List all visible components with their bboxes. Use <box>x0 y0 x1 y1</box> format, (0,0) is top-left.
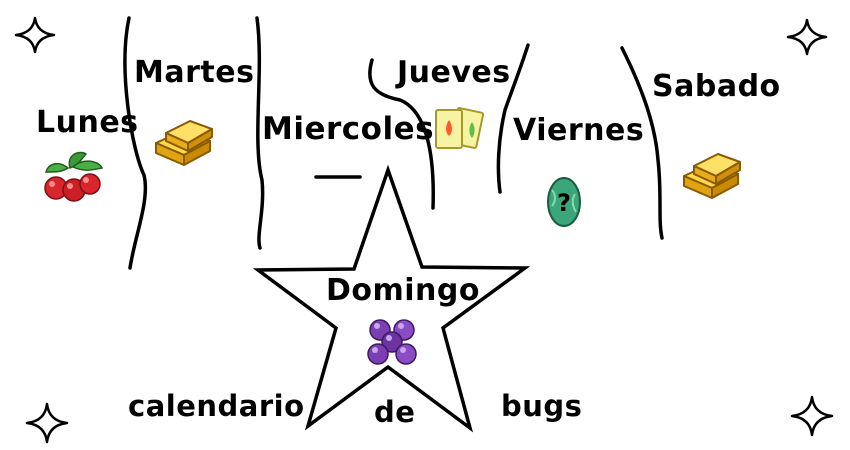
separator-line-1 <box>123 16 148 270</box>
day-label-monday: Lunes <box>36 105 139 140</box>
playing-cards-icon <box>435 107 485 149</box>
day-label-sunday: Domingo <box>326 273 480 308</box>
day-label-wednesday: Miercoles <box>262 111 435 147</box>
caption-word-bugs: bugs <box>501 389 583 423</box>
cherries-icon <box>44 151 104 202</box>
day-label-saturday: Sabado <box>652 69 781 104</box>
day-label-tuesday: Martes <box>134 55 255 90</box>
sparkle-icon <box>25 402 69 444</box>
caption-word-de: de <box>374 395 416 429</box>
mystery-egg-icon: ? <box>547 177 581 227</box>
separator-line-5 <box>620 46 664 240</box>
sparkle-icon <box>14 16 56 54</box>
sparkle-icon <box>790 395 834 437</box>
separator-line-2 <box>255 16 265 250</box>
day-label-thursday: Jueves <box>397 55 511 90</box>
caption-word-calendario: calendario <box>128 389 305 423</box>
gold-bars-icon <box>155 120 213 166</box>
separator-line-4 <box>496 43 530 194</box>
svg-text:?: ? <box>557 189 571 217</box>
gold-bars-icon <box>683 153 741 199</box>
sparkle-icon <box>786 18 828 56</box>
purple-gems-icon <box>367 319 417 365</box>
day-label-friday: Viernes <box>513 113 645 148</box>
separator-line-3 <box>368 58 435 210</box>
star-outline <box>252 164 531 433</box>
